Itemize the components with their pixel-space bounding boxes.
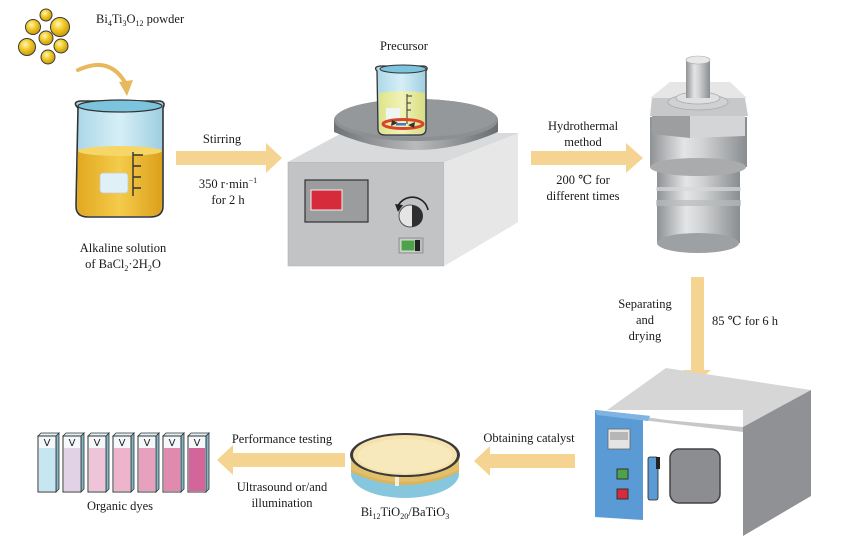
stirring-label: Stirring bbox=[202, 132, 242, 146]
solution-line1: Alkaline solution bbox=[79, 241, 167, 255]
drying-arrow bbox=[683, 277, 711, 382]
separating-line1: Separating bbox=[618, 297, 672, 311]
testing-arrow bbox=[217, 445, 345, 475]
hydrothermal-arrow bbox=[531, 143, 643, 173]
hydrothermal-temp: 200 ℃ for bbox=[556, 173, 610, 187]
testing-conditions: Ultrasound or/and illumination bbox=[222, 479, 342, 511]
solution-label: Alkaline solution of BaCl2·2H2O bbox=[58, 240, 188, 273]
cuvette-icon: V bbox=[162, 432, 185, 493]
cuvette-mark: V bbox=[94, 438, 101, 449]
cuvette-mark: V bbox=[169, 438, 176, 449]
hydrothermal-conditions: 200 ℃ for different times bbox=[528, 172, 638, 204]
separating-line2: and bbox=[635, 313, 655, 327]
testing-line1: Ultrasound or/and bbox=[236, 480, 328, 494]
cuvette-mark: V bbox=[144, 438, 151, 449]
cuvette-mark: V bbox=[194, 438, 201, 449]
hydrothermal-label: Hydrothermal method bbox=[528, 118, 638, 150]
stirring-rate: 350 r·min−1 bbox=[198, 176, 258, 192]
cuvette-mark: V bbox=[44, 438, 51, 449]
stirring-time: for 2 h bbox=[211, 193, 245, 207]
petri-dish-icon bbox=[350, 433, 460, 498]
testing-line2: illumination bbox=[251, 496, 313, 510]
cuvette-icon: V bbox=[187, 432, 210, 493]
testing-label: Performance testing bbox=[231, 432, 333, 446]
cuvette-icon: V bbox=[87, 432, 110, 493]
stirring-arrow bbox=[176, 143, 282, 173]
powder-particles-icon bbox=[18, 8, 70, 65]
hydrothermal-line2: method bbox=[564, 135, 602, 149]
cuvette-icon: V bbox=[137, 432, 160, 493]
catalyst-arrow bbox=[474, 446, 575, 476]
autoclave-icon bbox=[650, 55, 748, 253]
precursor-beaker-icon bbox=[374, 64, 428, 136]
drying-conditions: 85 ℃ for 6 h bbox=[712, 314, 779, 328]
separating-label: Separating and drying bbox=[610, 296, 680, 344]
powder-label: Bi4Ti3O12 powder bbox=[96, 11, 185, 28]
cuvette-mark: V bbox=[69, 438, 76, 449]
solution-line2: of BaCl2·2H2O bbox=[85, 257, 161, 273]
catalyst-label: Bi12TiO20/BaTiO3 bbox=[350, 504, 460, 521]
precursor-label: Precursor bbox=[380, 39, 428, 53]
stirring-conditions: 350 r·min−1 for 2 h bbox=[176, 176, 280, 208]
beaker-icon bbox=[74, 99, 165, 218]
powder-formula: Bi4Ti3O12 powder bbox=[96, 12, 185, 28]
cuvette-icon: V bbox=[112, 432, 135, 493]
dyes-label: Organic dyes bbox=[86, 499, 154, 513]
cuvette-mark: V bbox=[119, 438, 126, 449]
cuvette-icon: V bbox=[62, 432, 85, 493]
hydrothermal-time: different times bbox=[546, 189, 620, 203]
hydrothermal-line1: Hydrothermal bbox=[547, 119, 619, 133]
cuvette-icon: V bbox=[37, 432, 60, 493]
separating-line3: drying bbox=[628, 329, 662, 343]
catalyst-arrow-label: Obtaining catalyst bbox=[483, 431, 575, 445]
catalyst-formula: Bi12TiO20/BaTiO3 bbox=[360, 505, 450, 521]
drying-oven-icon bbox=[595, 368, 811, 536]
transfer-arrow-icon bbox=[76, 62, 133, 96]
